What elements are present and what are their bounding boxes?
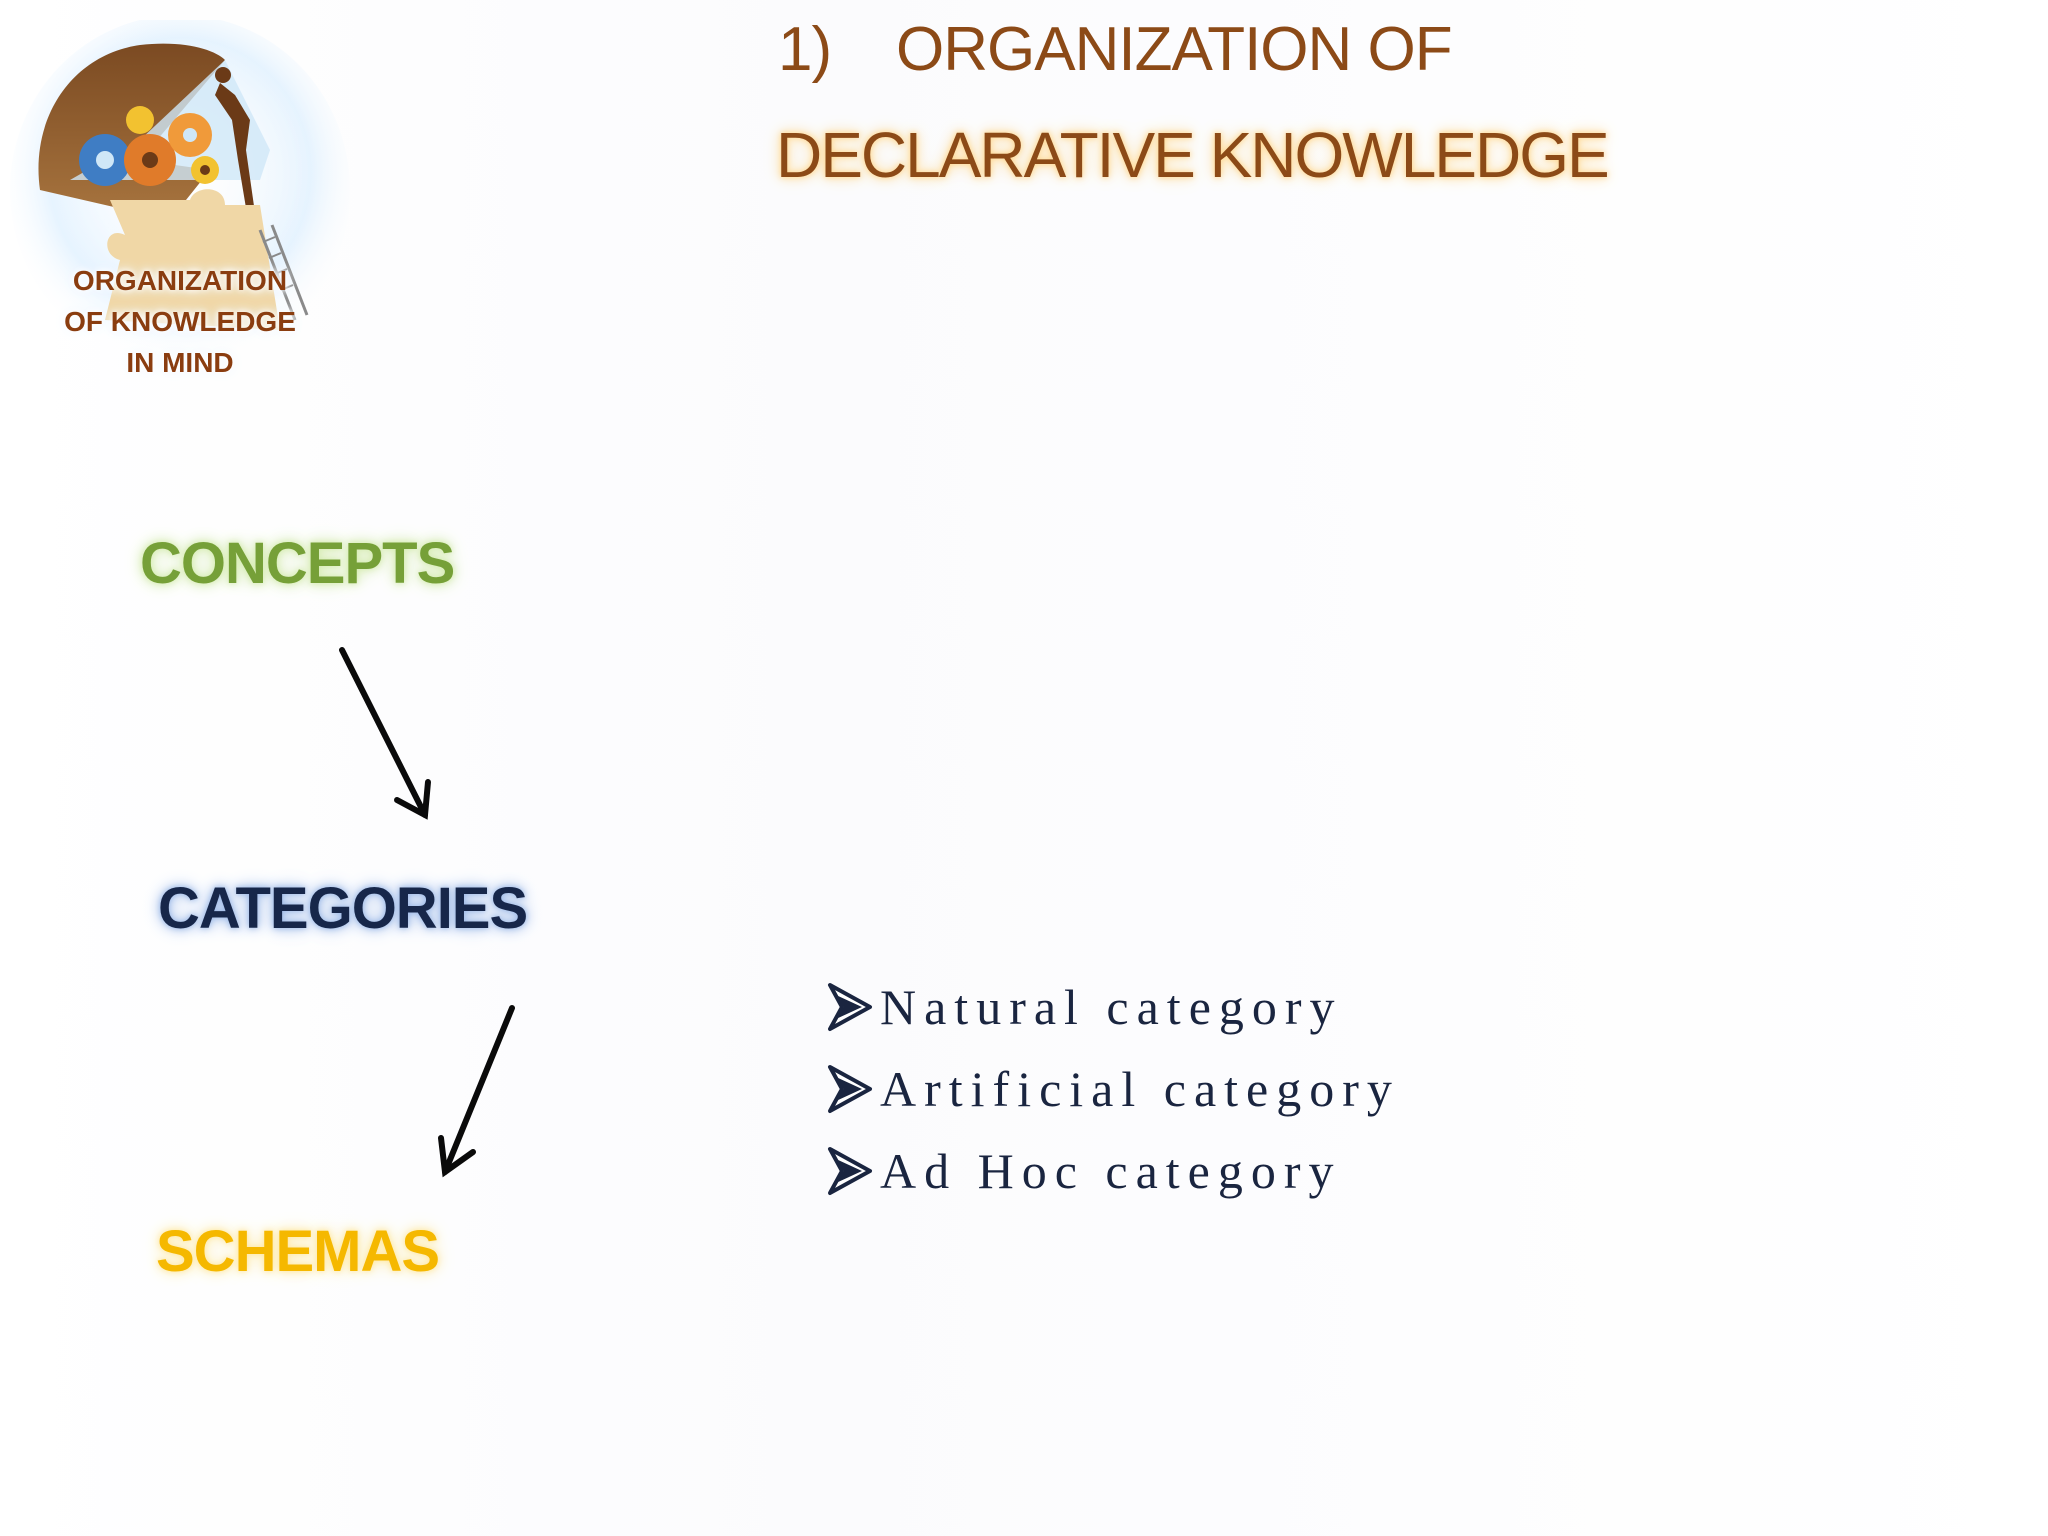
gears-head-logo-icon [10,20,350,365]
slide-title-line2: DECLARATIVE KNOWLEDGE [776,119,1610,191]
category-types-list: Natural category Artificial category Ad … [826,966,1400,1212]
categories-label: CATEGORIES [158,876,528,941]
arrowhead-bullet-icon [828,1147,872,1195]
down-arrow-icon [339,647,431,820]
category-type-text: Natural category [880,979,1343,1035]
category-type-text: Artificial category [880,1061,1400,1117]
concepts-label: CONCEPTS [140,531,455,596]
list-item: Ad Hoc category [826,1130,1400,1212]
logo-caption-line: OF KNOWLEDGE [64,306,296,337]
down-arrow-icon [438,1005,515,1178]
slide-title-line1: 1) ORGANIZATION OF [778,14,1453,85]
title-text: ORGANIZATION OF [896,15,1453,84]
category-type-text: Ad Hoc category [880,1143,1342,1199]
logo-caption: ORGANIZATION OF KNOWLEDGE IN MIND [10,260,350,383]
arrowhead-bullet-icon [828,983,872,1031]
list-item: Natural category [826,966,1400,1048]
logo-caption-line: ORGANIZATION [72,265,288,296]
logo-caption-line: IN MIND [126,347,234,378]
schemas-label: SCHEMAS [156,1219,440,1284]
arrowhead-bullet-icon [828,1065,872,1113]
list-item: Artificial category [826,1048,1400,1130]
logo: ORGANIZATION OF KNOWLEDGE IN MIND [10,20,350,390]
title-number: 1) [778,15,832,84]
